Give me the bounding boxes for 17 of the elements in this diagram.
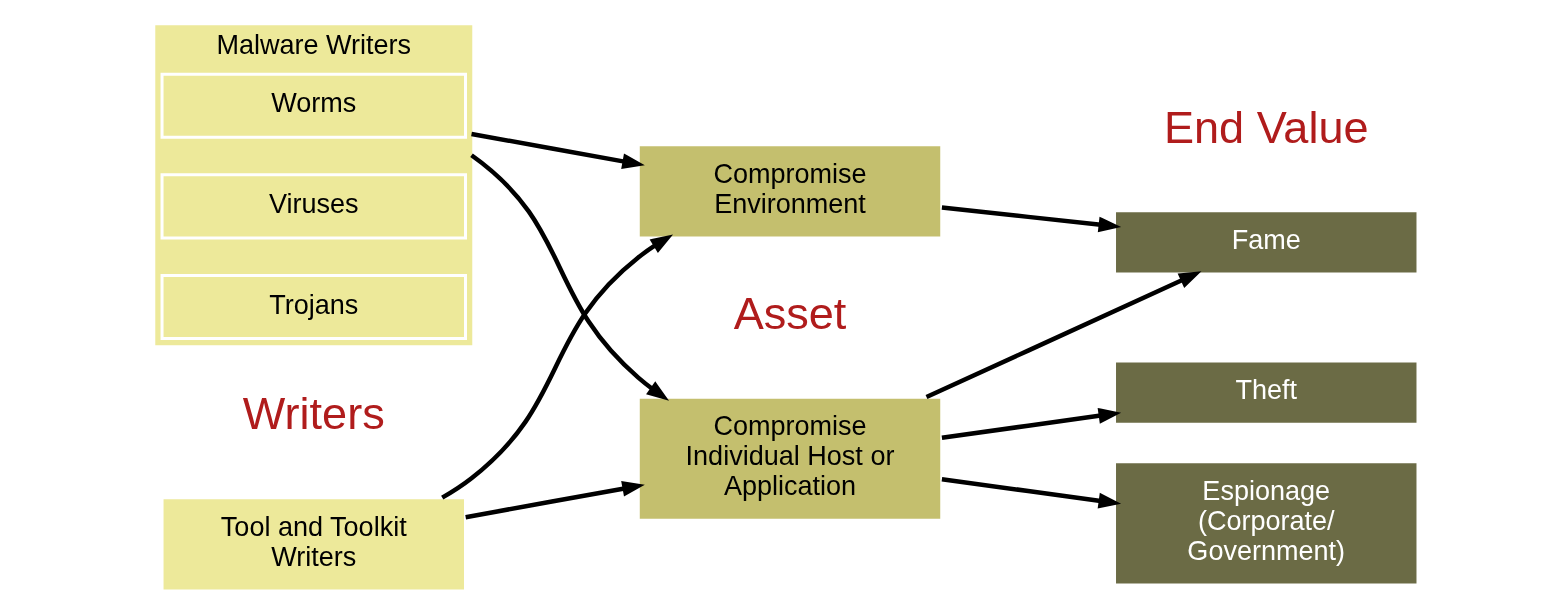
label: Writers bbox=[242, 388, 385, 440]
node-box: Tool and Toolkit Writers bbox=[160, 496, 467, 593]
arrow bbox=[941, 477, 1121, 509]
arrow bbox=[925, 271, 1201, 400]
arrow bbox=[941, 205, 1121, 233]
node-box: Trojans bbox=[160, 273, 467, 341]
node-box: Compromise Environment bbox=[636, 143, 943, 240]
node-box: Compromise Individual Host or Application bbox=[636, 395, 943, 522]
node-box: Worms bbox=[160, 72, 467, 139]
arrow bbox=[941, 408, 1121, 440]
label: Asset bbox=[733, 287, 846, 339]
arrow bbox=[464, 481, 645, 520]
node-box: Viruses bbox=[160, 173, 467, 240]
arrow bbox=[470, 131, 645, 170]
label: End Value bbox=[1163, 101, 1369, 153]
arrow bbox=[440, 234, 673, 500]
arrow bbox=[469, 153, 669, 401]
